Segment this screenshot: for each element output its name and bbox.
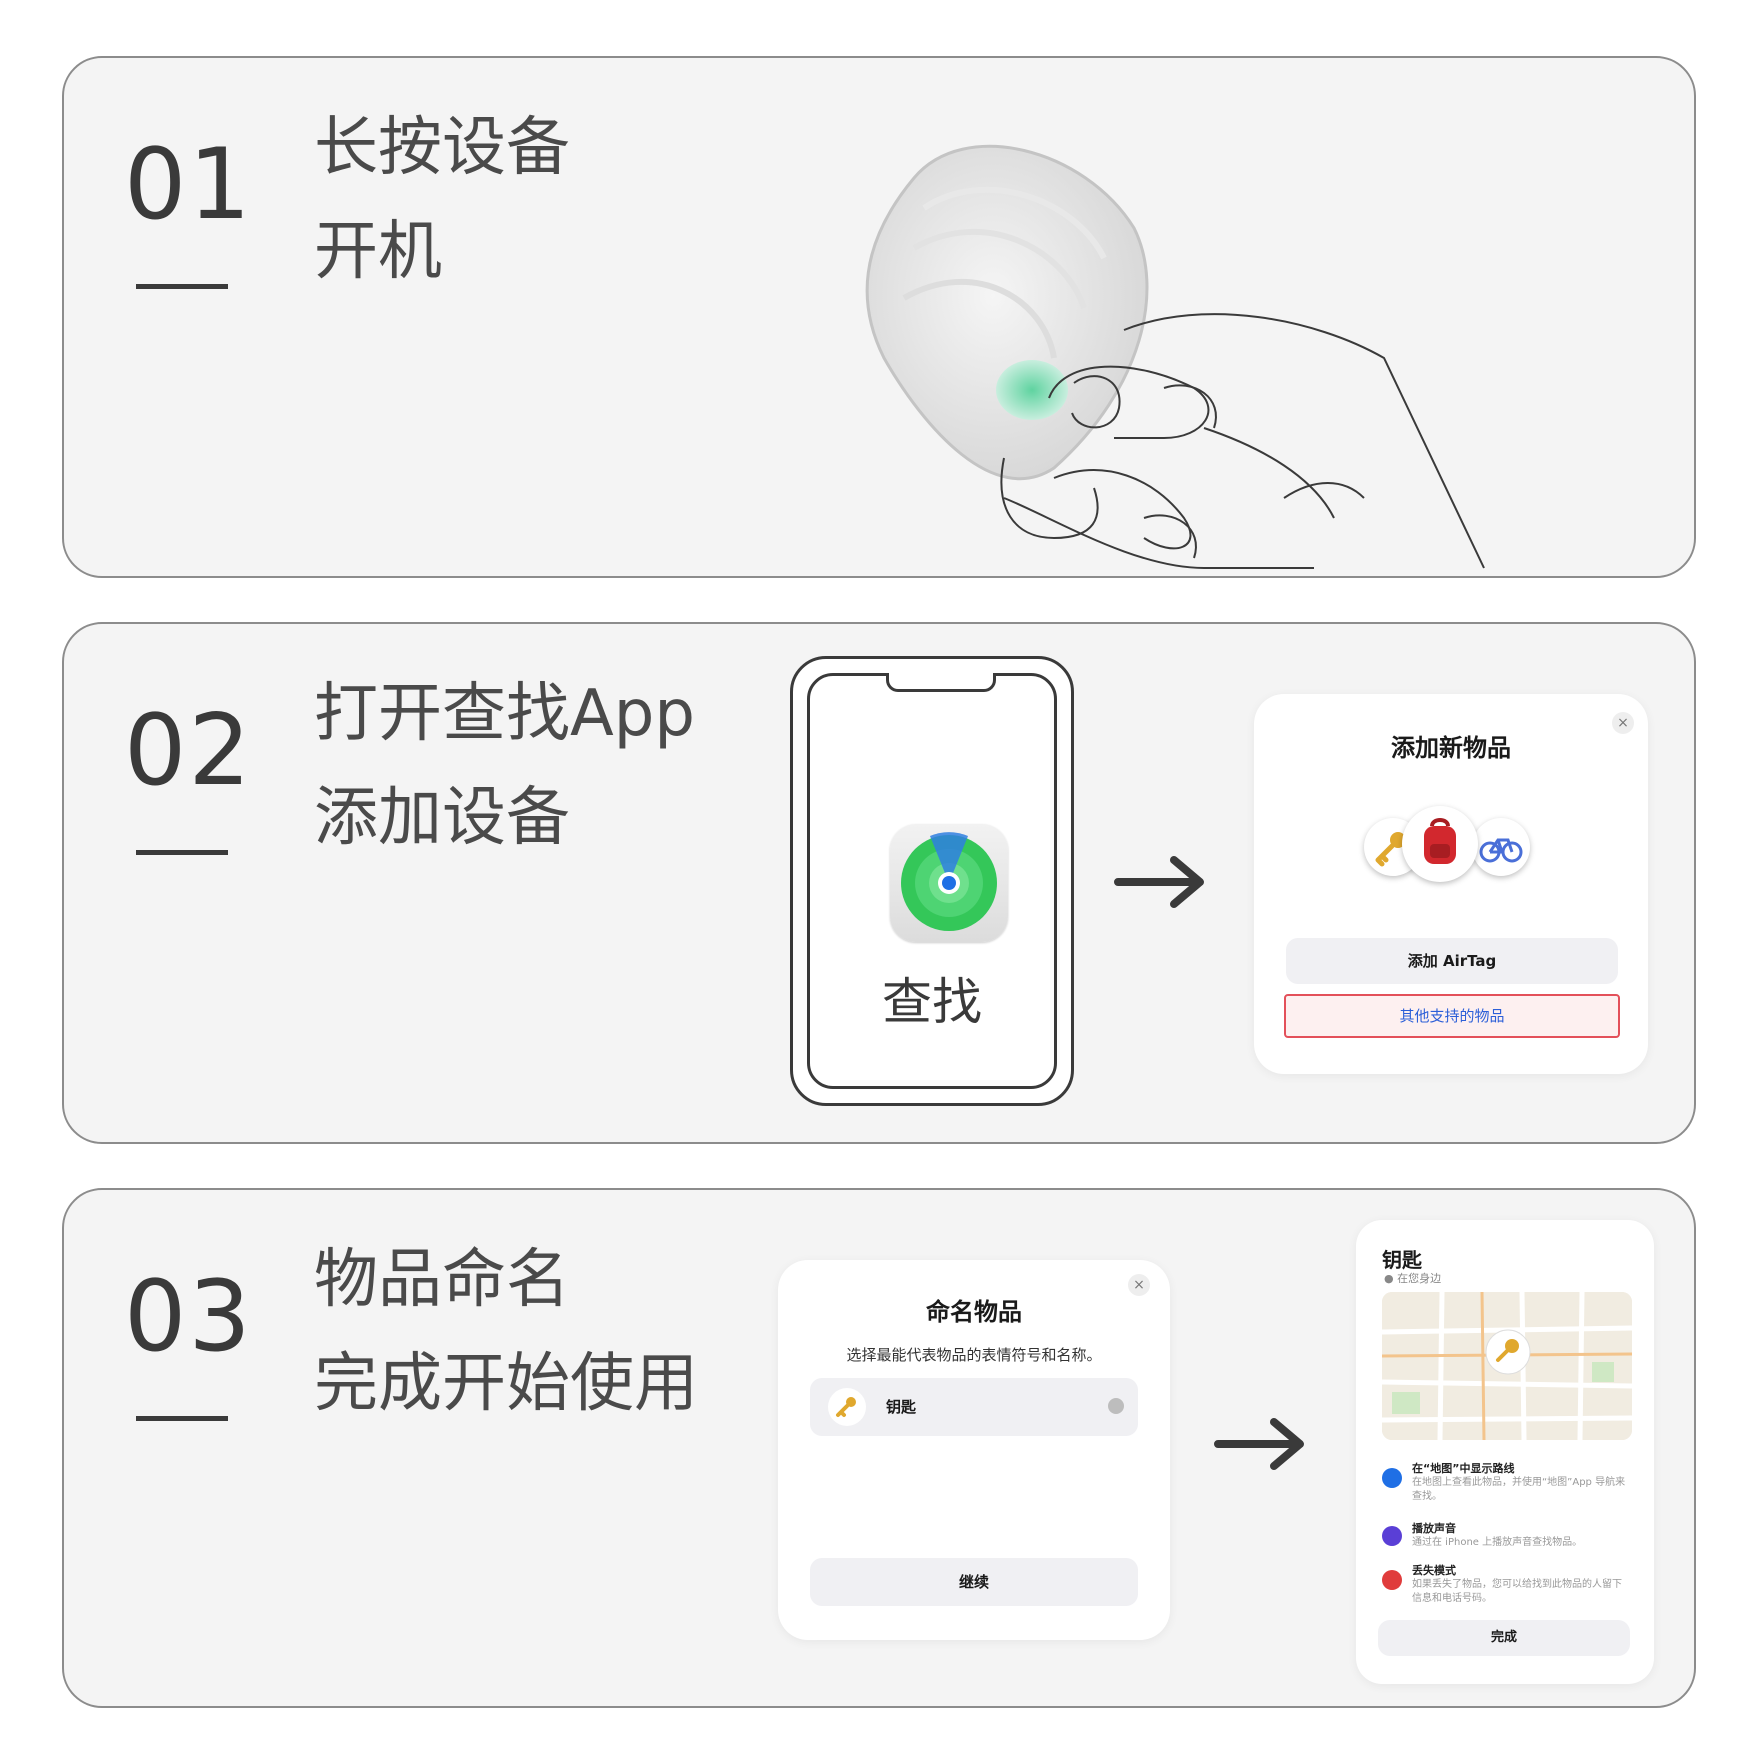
close-icon[interactable]: × xyxy=(1612,712,1634,734)
item-detail-screen: 钥匙 ● 在您身边 在“地图”中显示路线 在地图上查看此物品，并 xyxy=(1356,1220,1654,1684)
findmy-app-label: 查找 xyxy=(882,973,982,1031)
feature-desc: 通过在 iPhone 上播放声音查找物品。 xyxy=(1412,1537,1583,1548)
dialog-title: 添加新物品 xyxy=(1391,734,1511,762)
feature-directions[interactable]: 在“地图”中显示路线 在地图上查看此物品，并使用“地图”App 导航来查找。 xyxy=(1382,1460,1632,1510)
feature-title: 丢失模式 xyxy=(1412,1564,1456,1577)
step-number: 01 xyxy=(124,128,253,242)
map-background xyxy=(1382,1292,1632,1440)
step-3-panel: 03 物品命名 完成开始使用 命名物品 × 选择最能代表物品的表情符号和名称。 … xyxy=(62,1188,1696,1708)
step-2-panel: 02 打开查找App 添加设备 查找 添加新物品 × xyxy=(62,622,1696,1144)
step-title: 打开查找App 添加设备 xyxy=(314,662,695,870)
step-title-line: 开机 xyxy=(314,215,442,289)
step-1-panel: 01 长按设备 开机 xyxy=(62,56,1696,578)
hand-pressing-tracker-illustration xyxy=(865,144,1485,569)
add-airtag-button[interactable]: 添加 AirTag xyxy=(1286,938,1618,984)
findmy-app-icon[interactable] xyxy=(890,824,1008,942)
key-emoji-icon[interactable] xyxy=(828,1388,866,1426)
bicycle-icon xyxy=(1472,818,1530,876)
step-title-line: 物品命名 xyxy=(314,1243,570,1317)
dialog-title: 命名物品 xyxy=(926,1298,1022,1326)
lost-mode-icon xyxy=(1382,1570,1402,1590)
name-item-dialog: 命名物品 × 选择最能代表物品的表情符号和名称。 钥匙 继续 xyxy=(778,1260,1170,1640)
step-number: 03 xyxy=(124,1260,253,1374)
backpack-icon xyxy=(1402,806,1478,882)
feature-desc: 在地图上查看此物品，并使用“地图”App 导航来查找。 xyxy=(1412,1477,1626,1502)
step-underline xyxy=(136,850,228,855)
play-sound-icon xyxy=(1382,1526,1402,1546)
step-title-line: 打开查找App xyxy=(314,677,696,751)
item-name-input[interactable]: 钥匙 xyxy=(810,1378,1138,1436)
step-title-line: 完成开始使用 xyxy=(314,1347,698,1421)
feature-play-sound[interactable]: 播放声音 通过在 iPhone 上播放声音查找物品。 xyxy=(1382,1520,1632,1560)
done-button[interactable]: 完成 xyxy=(1378,1620,1630,1656)
phone-screen: 查找 xyxy=(807,673,1057,1089)
add-item-dialog: 添加新物品 × 添加 AirTag 其他支持的物品 xyxy=(1254,694,1648,1074)
feature-lost-mode[interactable]: 丢失模式 如果丢失了物品，您可以给找到此物品的人留下信息和电话号码。 xyxy=(1382,1562,1632,1612)
item-status-text: 在您身边 xyxy=(1397,1272,1442,1285)
other-supported-items-button[interactable]: 其他支持的物品 xyxy=(1284,994,1620,1038)
phone-outline: 查找 xyxy=(790,656,1074,1106)
clear-input-icon[interactable] xyxy=(1108,1398,1124,1414)
step-title-line: 添加设备 xyxy=(314,781,570,855)
step-number: 02 xyxy=(124,694,253,808)
step-underline xyxy=(136,1416,228,1421)
close-icon[interactable]: × xyxy=(1128,1274,1150,1296)
step-title: 物品命名 完成开始使用 xyxy=(314,1228,698,1436)
continue-button[interactable]: 继续 xyxy=(810,1558,1138,1606)
step-underline xyxy=(136,284,228,289)
step-title-line: 长按设备 xyxy=(314,111,570,185)
directions-icon xyxy=(1382,1468,1402,1488)
item-status: ● 在您身边 xyxy=(1384,1272,1442,1285)
step-title: 长按设备 开机 xyxy=(314,96,570,304)
item-title: 钥匙 xyxy=(1382,1248,1422,1272)
feature-title: 播放声音 xyxy=(1412,1522,1456,1535)
feature-desc: 如果丢失了物品，您可以给找到此物品的人留下信息和电话号码。 xyxy=(1412,1579,1622,1604)
input-value: 钥匙 xyxy=(886,1398,917,1416)
phone-notch xyxy=(886,673,996,692)
radar-icon xyxy=(901,832,997,931)
arrow-right-icon xyxy=(1214,1418,1304,1470)
dialog-subtitle: 选择最能代表物品的表情符号和名称。 xyxy=(846,1346,1102,1364)
feature-title: 在“地图”中显示路线 xyxy=(1412,1462,1515,1475)
arrow-right-icon xyxy=(1114,856,1204,908)
map-view[interactable] xyxy=(1382,1292,1632,1440)
